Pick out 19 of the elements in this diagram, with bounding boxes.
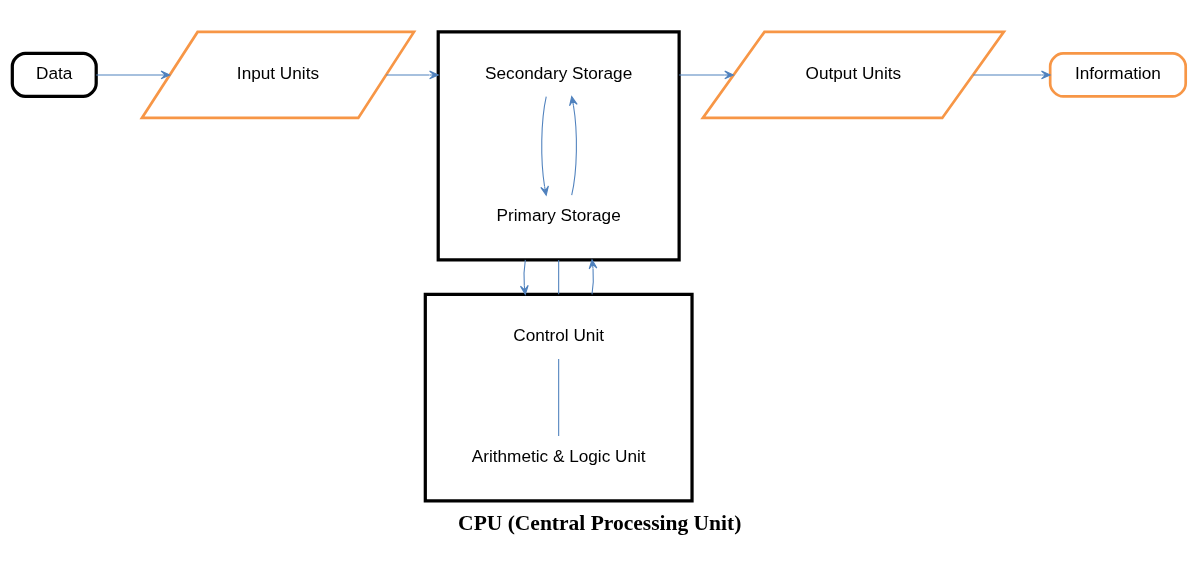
- arrow: [385, 70, 439, 80]
- node-box: Information: [1048, 52, 1188, 98]
- cluster: [436, 30, 681, 262]
- node-box: Data: [10, 51, 98, 99]
- node-text: Secondary Storage: [485, 63, 633, 84]
- arrow: [540, 96, 549, 196]
- node-text: Primary Storage: [496, 204, 621, 225]
- node-text: Control Unit: [513, 325, 605, 346]
- arrow: [972, 70, 1051, 80]
- connector: [558, 259, 560, 295]
- connector: [558, 358, 560, 437]
- arrow: [678, 70, 734, 80]
- arrow: [588, 259, 598, 295]
- arrow: [95, 70, 171, 80]
- arrow: [569, 96, 578, 196]
- cluster: [423, 292, 694, 503]
- caption: CPU (Central Processing Unit): [458, 510, 742, 535]
- node-text: Arithmetic & Logic Unit: [471, 445, 646, 466]
- arrow: [519, 259, 529, 295]
